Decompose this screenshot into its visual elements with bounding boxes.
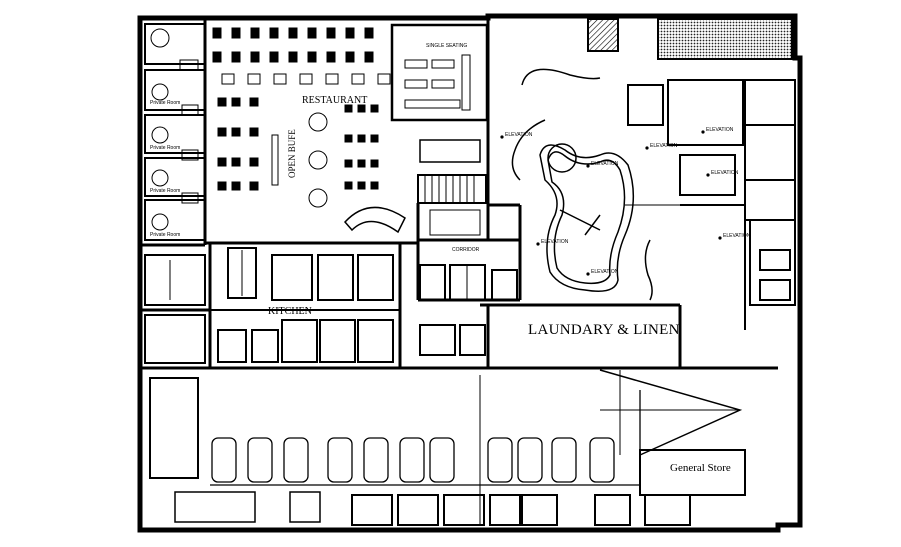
dotted-block-landscape [657, 18, 793, 60]
outer-walls [137, 13, 803, 533]
elevation-label-2: ELEVATION [591, 161, 619, 167]
kitchen-label: KITCHEN [268, 306, 312, 317]
interior-walls [140, 18, 682, 368]
private-room-label-2: Private Room [150, 145, 181, 151]
elevation-label-1: ELEVATION [505, 132, 533, 138]
elevation-label-6: ELEVATION [541, 239, 569, 245]
restaurant-label: RESTAURANT [302, 95, 368, 106]
hatched-block-shaft [587, 18, 619, 52]
private-room-label-4: Private Room [150, 232, 181, 238]
restaurant-tables [212, 27, 391, 208]
right-service-rooms [625, 79, 796, 330]
pool-area [511, 68, 653, 301]
private-room-label-1: Private Room [150, 100, 181, 106]
bottom-storage [174, 449, 746, 526]
single-seating-room [390, 23, 489, 122]
parking-bays [149, 369, 743, 525]
elevation-label-4: ELEVATION [706, 127, 734, 133]
elevation-label-5: ELEVATION [711, 170, 739, 176]
general-store-label: General Store [670, 462, 731, 474]
elevation-label-7: ELEVATION [591, 269, 619, 275]
staircase [343, 139, 487, 236]
private-rooms [144, 20, 207, 245]
laundary-linen-label: LAUNDARY & LINEN [528, 322, 680, 338]
kitchen-equipment [144, 243, 402, 368]
lift-core [419, 264, 518, 356]
elevation-markers [500, 130, 722, 276]
private-room-label-3: Private Room [150, 188, 181, 194]
corridor-label: CORRIDOR [452, 247, 480, 253]
single-seating-label: SINGLE SEATING [426, 43, 468, 49]
open-bufe-label: OPEN BUFE [287, 129, 297, 178]
elevation-label-8: ELEVATION [723, 233, 751, 239]
elevation-label-3: ELEVATION [650, 143, 678, 149]
